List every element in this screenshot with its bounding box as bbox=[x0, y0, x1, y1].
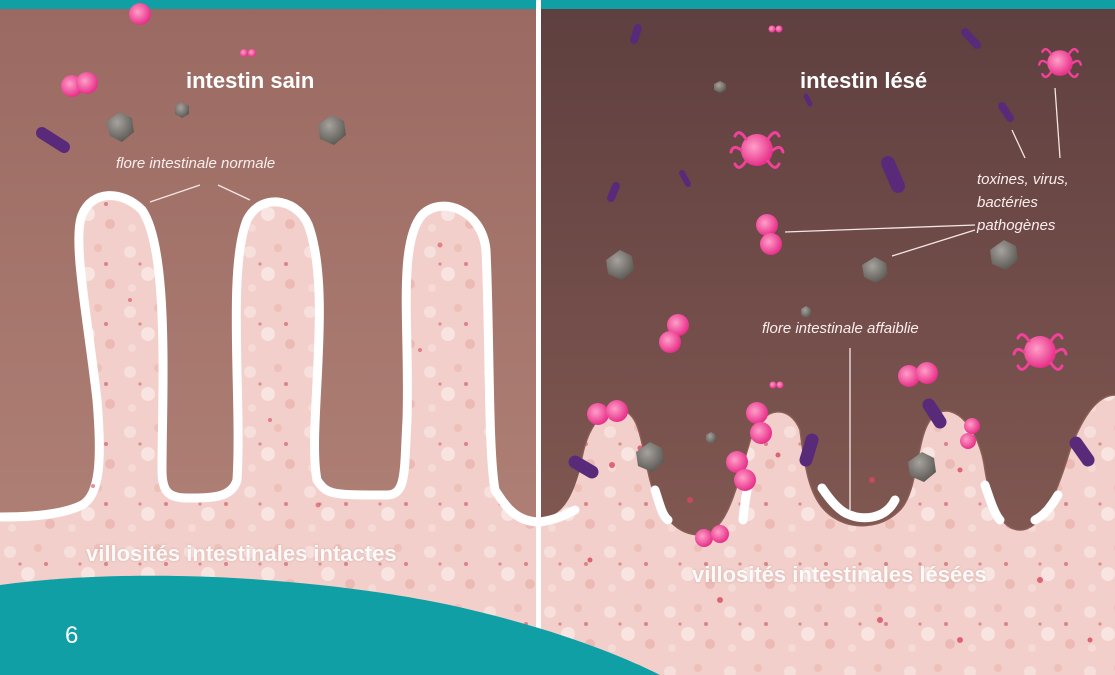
pathogens-label-line: toxines, virus, bbox=[977, 168, 1069, 191]
panel-divider bbox=[536, 0, 541, 675]
pathogens-label-line: pathogènes bbox=[977, 214, 1069, 237]
healthy-flora-label: flore intestinale normale bbox=[116, 155, 275, 172]
pathogens-label-line: bactéries bbox=[977, 191, 1069, 214]
top-band bbox=[0, 0, 1115, 9]
healthy-villi-label: villosités intestinales intactes bbox=[86, 541, 397, 567]
healthy-title: intestin sain bbox=[186, 68, 314, 94]
page-number: 6 bbox=[65, 622, 78, 650]
pathogens-label: toxines, virus, bactéries pathogènes bbox=[977, 168, 1069, 237]
weakened-flora-label: flore intestinale affaiblie bbox=[762, 320, 919, 337]
damaged-villi-label: villosités intestinales lésées bbox=[692, 562, 987, 588]
damaged-title: intestin lésé bbox=[800, 68, 927, 94]
